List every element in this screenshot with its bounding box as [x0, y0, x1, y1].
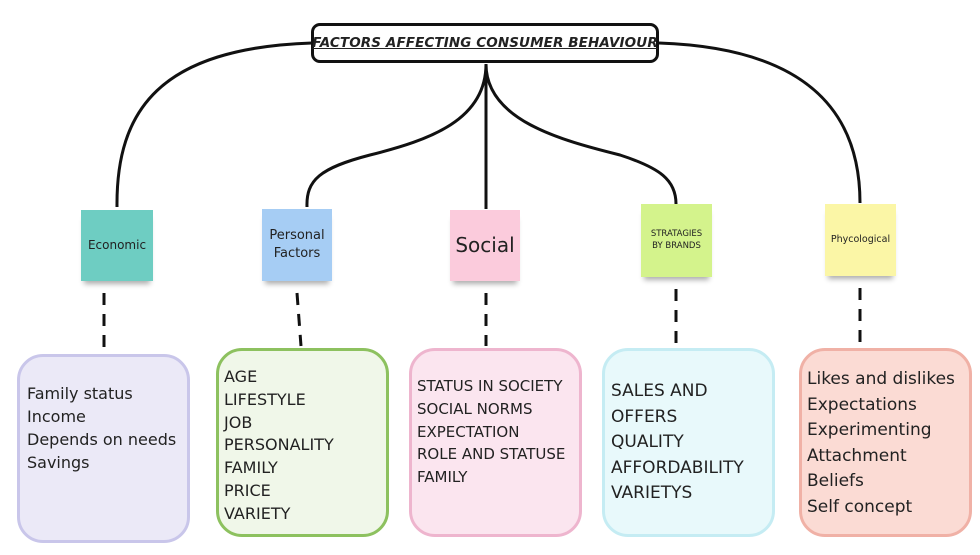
list-item: Beliefs: [807, 471, 864, 491]
list-item: JOB: [224, 412, 253, 432]
box-stratagies-by-brands: SALES AND OFFERS QUALITY AFFORDABILITY V…: [602, 348, 775, 537]
note-personal-factors-label: Personal Factors: [269, 228, 325, 261]
list-phycological: Likes and dislikes Expectations Experime…: [807, 367, 969, 520]
note-personal-factors: Personal Factors: [262, 209, 332, 281]
list-item: Attachment: [807, 445, 907, 466]
list-item: FAMILY: [224, 458, 278, 478]
connector-brands: [484, 63, 678, 205]
note-stratagies-by-brands: STRATAGIES BY BRANDS: [641, 204, 712, 277]
list-item: Likes and dislikes: [807, 369, 955, 389]
dashed-link-personal: [295, 292, 303, 347]
diagram-title: FACTORS AFFECTING CONSUMER BEHAVIOUR: [312, 35, 658, 51]
note-economic-label: Economic: [87, 238, 147, 253]
list-item: PRICE: [224, 480, 271, 500]
list-item: ROLE AND STATUSE: [417, 445, 566, 464]
list-item: STATUS IN SOCIETY: [417, 377, 563, 395]
list-item: Family status: [27, 384, 133, 403]
root-node: FACTORS AFFECTING CONSUMER BEHAVIOUR: [311, 23, 659, 63]
list-item: AFFORDABILITY: [611, 457, 744, 478]
list-item: VARIETY: [224, 503, 291, 523]
box-social: STATUS IN SOCIETY SOCIAL NORMS EXPECTATI…: [409, 348, 582, 537]
note-phycological-label: Phycological: [830, 233, 891, 245]
list-item: Expectations: [807, 394, 917, 415]
box-personal-factors: AGE LIFESTYLE JOB PERSONALITY FAMILY PRI…: [216, 348, 389, 537]
list-social: STATUS IN SOCIETY SOCIAL NORMS EXPECTATI…: [417, 375, 579, 489]
list-item: Depends on needs: [27, 430, 177, 449]
box-phycological: Likes and dislikes Expectations Experime…: [799, 348, 972, 537]
list-item: Experimenting: [807, 420, 932, 440]
list-item: SALES AND: [611, 381, 708, 401]
note-social: Social: [450, 210, 520, 281]
connector-economic: [115, 41, 313, 208]
list-economic: Family status Income Depends on needs Sa…: [27, 382, 187, 474]
list-item: LIFESTYLE: [224, 389, 306, 409]
connector-psychological: [658, 41, 862, 204]
box-economic: Family status Income Depends on needs Sa…: [17, 354, 190, 543]
list-item: AGE: [224, 367, 258, 386]
list-item: EXPECTATION: [417, 422, 520, 441]
connector-personal: [305, 63, 488, 208]
list-item: VARIETYS: [611, 483, 693, 503]
list-personal-factors: AGE LIFESTYLE JOB PERSONALITY FAMILY PRI…: [224, 366, 386, 526]
list-item: Savings: [27, 453, 90, 472]
note-phycological: Phycological: [825, 204, 896, 276]
note-economic: Economic: [81, 210, 153, 281]
list-item: FAMILY: [417, 468, 468, 487]
list-item: PERSONALITY: [224, 435, 334, 455]
list-stratagies-by-brands: SALES AND OFFERS QUALITY AFFORDABILITY V…: [611, 379, 772, 507]
list-item: OFFERS: [611, 406, 678, 427]
note-stratagies-by-brands-label: STRATAGIES BY BRANDS: [650, 229, 703, 251]
note-social-label: Social: [455, 233, 515, 257]
list-item: SOCIAL NORMS: [417, 399, 533, 418]
list-item: Self concept: [807, 496, 913, 517]
list-item: Income: [27, 407, 86, 426]
list-item: QUALITY: [611, 432, 684, 452]
